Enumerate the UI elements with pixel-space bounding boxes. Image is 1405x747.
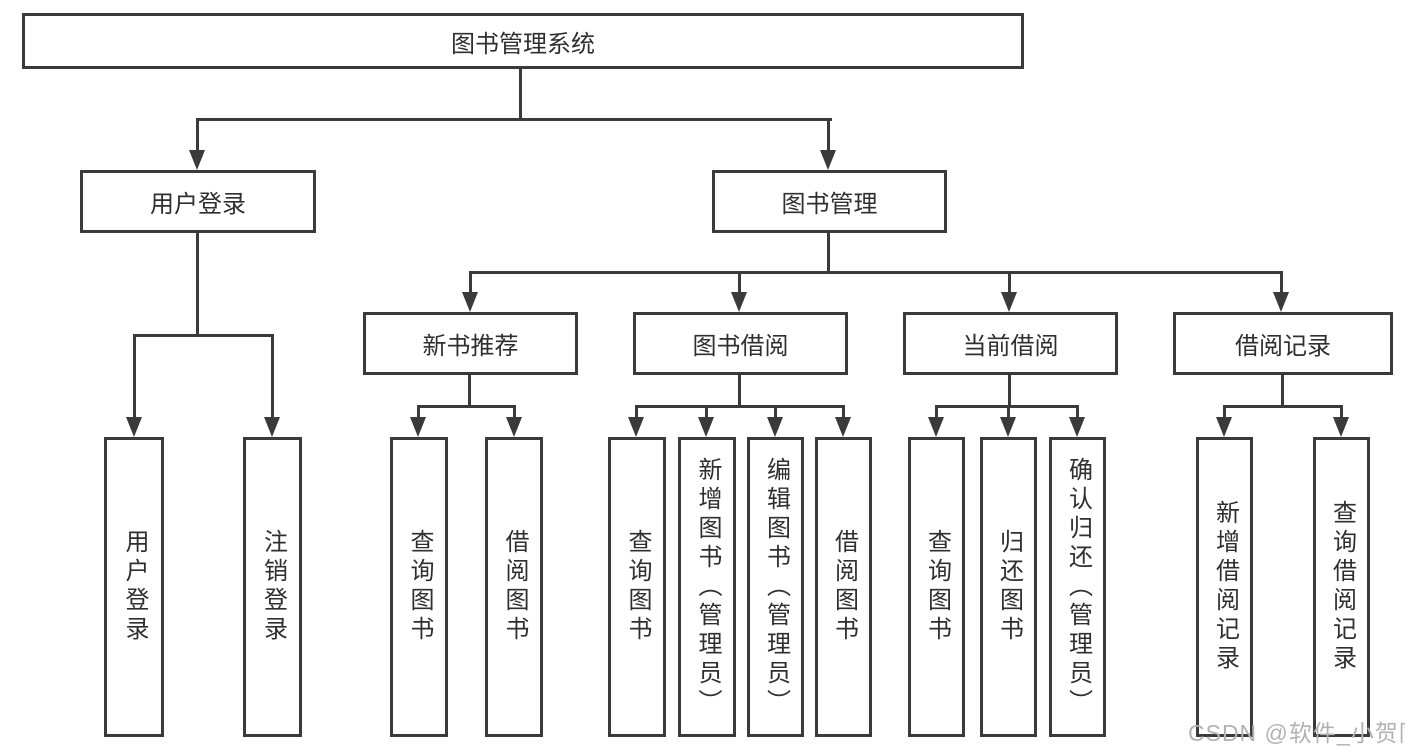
connector-l3-stem	[1280, 271, 1283, 295]
node-current-borrow: 当前借阅	[903, 312, 1118, 375]
connector-leaf-stem	[271, 334, 274, 419]
connector-leaf-stem	[133, 334, 136, 419]
connector-leaf-stem	[1007, 405, 1010, 420]
connector-leaf-stem	[635, 405, 638, 420]
leaf-query-books-borrow: 查询图书	[608, 437, 666, 737]
connector-records-down	[1281, 375, 1284, 408]
arrow-down-icon	[1000, 417, 1016, 437]
arrow-down-icon	[264, 417, 280, 437]
connector-borrow-hline	[635, 405, 845, 408]
arrow-down-icon	[1333, 417, 1349, 437]
connector-recommend-down	[468, 375, 471, 408]
connector-current-down	[1008, 375, 1011, 408]
leaf-add-books-admin: 新增图书（管理员）	[678, 437, 736, 737]
connector-login-down	[196, 233, 199, 336]
arrow-down-icon	[410, 417, 426, 437]
arrow-down-icon	[506, 417, 522, 437]
connector-leaf-stem	[935, 405, 938, 420]
arrow-down-icon	[1001, 292, 1017, 312]
connector-leaf-stem	[705, 405, 708, 420]
leaf-return-books: 归还图书	[980, 437, 1037, 737]
leaf-logout: 注销登录	[243, 437, 302, 737]
connector-borrow-down	[738, 375, 741, 408]
leaf-add-borrow-record: 新增借阅记录	[1196, 437, 1253, 737]
connector-mgmt-hline	[469, 271, 1283, 274]
connector-mgmt-stem	[827, 118, 830, 154]
leaf-query-books-recommend: 查询图书	[390, 437, 448, 737]
connector-leaf-stem	[1340, 405, 1343, 420]
arrow-down-icon	[1216, 417, 1232, 437]
connector-login-hline	[133, 334, 274, 337]
arrow-down-icon	[462, 292, 478, 312]
node-borrow-records: 借阅记录	[1173, 312, 1393, 375]
arrow-down-icon	[126, 417, 142, 437]
leaf-query-borrow-record: 查询借阅记录	[1313, 437, 1370, 737]
connector-l3-stem	[1008, 271, 1011, 295]
arrow-down-icon	[767, 417, 783, 437]
arrow-down-icon	[698, 417, 714, 437]
leaf-confirm-return-admin: 确认归还（管理员）	[1049, 437, 1106, 737]
leaf-query-books-current: 查询图书	[908, 437, 965, 737]
node-book-management: 图书管理	[712, 170, 947, 233]
connector-leaf-stem	[513, 405, 516, 420]
leaf-borrow-books: 借阅图书	[815, 437, 872, 737]
connector-leaf-stem	[774, 405, 777, 420]
arrow-down-icon	[820, 150, 836, 170]
arrow-down-icon	[628, 417, 644, 437]
node-user-login: 用户登录	[80, 170, 316, 233]
connector-root-hline	[196, 118, 832, 121]
connector-login-stem	[196, 118, 199, 154]
connector-leaf-stem	[1223, 405, 1226, 420]
connector-recommend-hline	[417, 405, 516, 408]
connector-leaf-stem	[842, 405, 845, 420]
arrow-down-icon	[1069, 417, 1085, 437]
node-book-borrow: 图书借阅	[633, 312, 848, 375]
node-new-book-recommend: 新书推荐	[363, 312, 578, 375]
connector-leaf-stem	[1076, 405, 1079, 420]
node-library-system: 图书管理系统	[22, 13, 1024, 69]
arrow-down-icon	[189, 150, 205, 170]
connector-root-stem	[519, 69, 522, 120]
leaf-user-login: 用户登录	[104, 437, 164, 737]
connector-records-hline	[1223, 405, 1343, 408]
connector-l3-stem	[738, 271, 741, 295]
arrow-down-icon	[731, 292, 747, 312]
csdn-watermark: CSDN @软件_小贺同学	[1188, 720, 1405, 746]
connector-l3-stem	[469, 271, 472, 295]
leaf-edit-books-admin: 编辑图书（管理员）	[747, 437, 804, 737]
arrow-down-icon	[1273, 292, 1289, 312]
connector-leaf-stem	[417, 405, 420, 420]
leaf-borrow-books-recommend: 借阅图书	[485, 437, 543, 737]
connector-mgmt-down	[827, 233, 830, 274]
arrow-down-icon	[928, 417, 944, 437]
arrow-down-icon	[835, 417, 851, 437]
